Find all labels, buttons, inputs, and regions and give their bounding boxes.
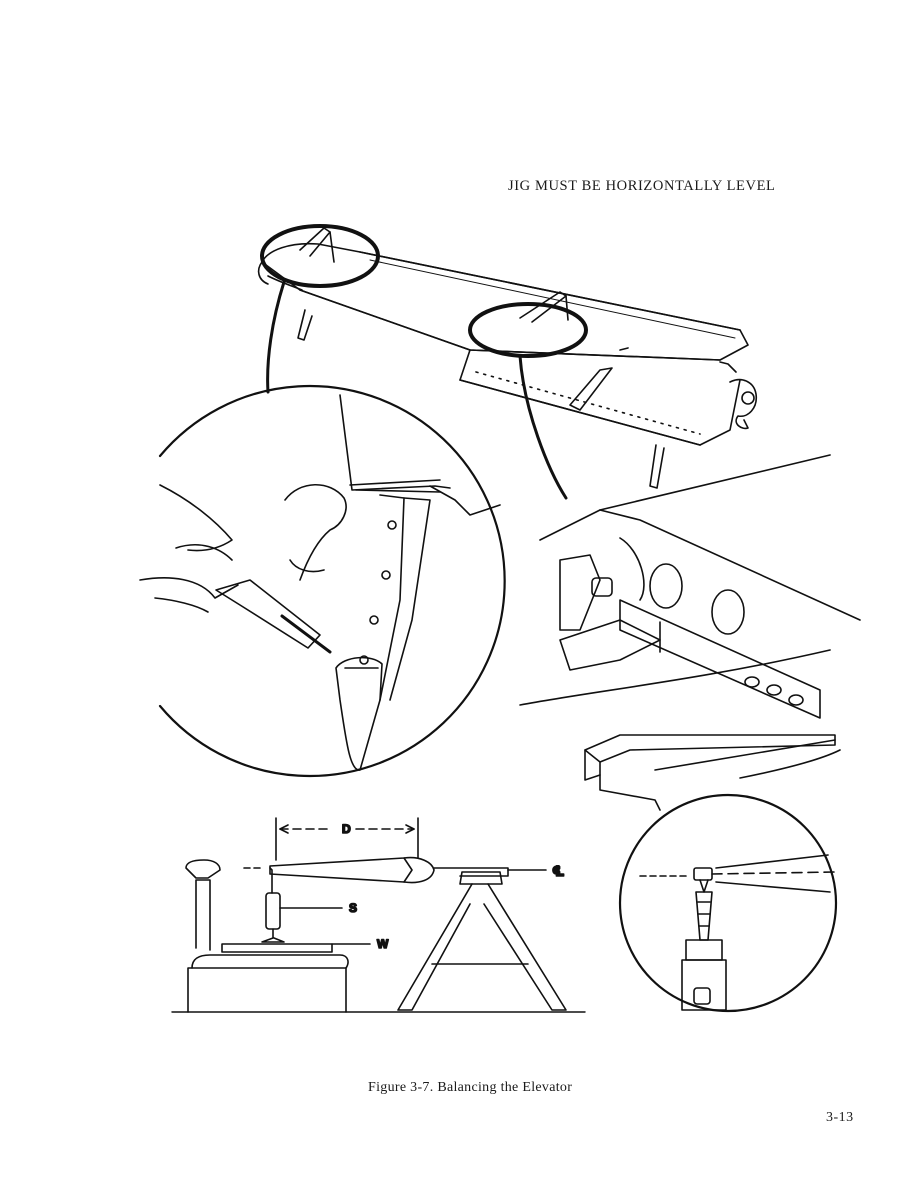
figure-caption: Figure 3-7. Balancing the Elevator xyxy=(368,1080,573,1095)
detail-circle-balance-weight xyxy=(139,384,506,778)
detail-circle-knife-edge xyxy=(618,793,838,1013)
balance-schematic xyxy=(171,817,586,1013)
label-distance-d: D xyxy=(342,822,351,836)
jig-level-note: JIG MUST BE HORIZONTALLY LEVEL xyxy=(508,178,776,194)
elevator-assembly xyxy=(257,227,758,489)
highlight-circle-right xyxy=(468,302,588,358)
highlight-circle-left xyxy=(260,224,380,288)
hinge-fitting-detail xyxy=(519,454,861,811)
label-support-s: S xyxy=(349,901,357,915)
label-weight-w: W xyxy=(377,937,389,951)
label-centerline: ℄ xyxy=(552,864,565,880)
page-number: 3-13 xyxy=(826,1110,854,1125)
